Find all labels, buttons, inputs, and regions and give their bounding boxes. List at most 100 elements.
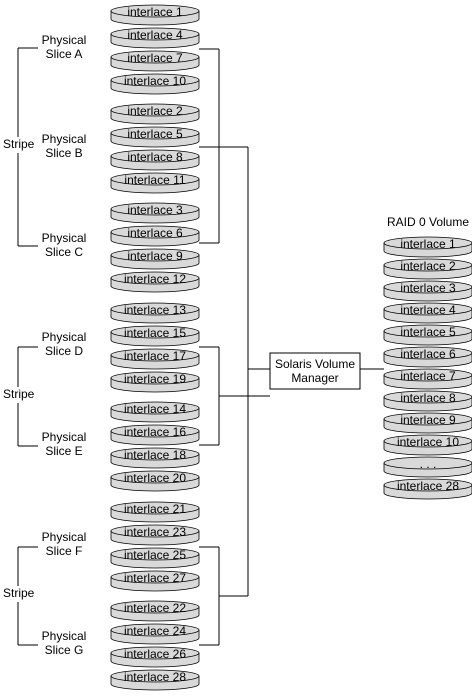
connector-lines [17, 47, 384, 646]
disk-top [110, 73, 200, 87]
stripe-label: Stripe [3, 137, 35, 151]
disk-label: interlace 9 [400, 413, 456, 427]
disk-top [110, 225, 200, 239]
volume-disk-interlace-4: interlace 4 [383, 302, 472, 324]
disk-top [110, 103, 200, 117]
disk-interlace-28: interlace 28 [110, 669, 200, 691]
slice-label-line1: Physical [42, 231, 87, 245]
volume-title: RAID 0 Volume [387, 215, 469, 229]
disk-top [383, 434, 472, 448]
disk-top [383, 456, 472, 470]
disk-interlace-13: interlace 13 [110, 302, 200, 324]
disk-top [383, 390, 472, 404]
disk-interlace-3: interlace 3 [110, 202, 200, 224]
disk-label: interlace 6 [127, 226, 183, 240]
disk-top [110, 646, 200, 660]
volume-disk-ellipsis: . . . [383, 456, 472, 478]
volume-disk-interlace-5: interlace 5 [383, 324, 472, 346]
disk-top [110, 470, 200, 484]
disk-top [110, 271, 200, 285]
disk-label: interlace 28 [397, 479, 459, 493]
disk-label: interlace 5 [127, 127, 183, 141]
disk-label: interlace 8 [400, 391, 456, 405]
disk-label: interlace 2 [400, 259, 456, 273]
disk-interlace-17: interlace 17 [110, 348, 200, 370]
disk-top [383, 302, 472, 316]
disk-label: interlace 7 [400, 369, 456, 383]
slice-label-line2: Slice F [46, 544, 83, 558]
stack-slice-b: interlace 2 interlace 5 interlace 8interla… [110, 103, 200, 194]
slice-label-line2: Slice A [46, 47, 83, 61]
disk-interlace-27: interlace 27 [110, 570, 200, 592]
volume-disk-interlace-7: interlace 7 [383, 368, 472, 390]
disk-interlace-25: interlace 25 [110, 547, 200, 569]
disk-label: interlace 28 [124, 670, 186, 684]
disk-top [383, 368, 472, 382]
disk-interlace-19: interlace 19 [110, 371, 200, 393]
slice-label-line1: Physical [42, 132, 87, 146]
disk-interlace-22: interlace 22 [110, 600, 200, 622]
disk-label: interlace 10 [397, 435, 459, 449]
disk-label: interlace 7 [127, 51, 183, 65]
disk-interlace-18: interlace 18 [110, 447, 200, 469]
disk-top [110, 424, 200, 438]
disk-top [110, 4, 200, 18]
disk-top [383, 346, 472, 360]
stripe-2-label: Stripe [3, 387, 35, 401]
disk-label: interlace 16 [124, 425, 186, 439]
disk-label: interlace 1 [400, 237, 456, 251]
disk-label: interlace 5 [400, 325, 456, 339]
stripe-label: Stripe [3, 387, 35, 401]
disk-top [383, 258, 472, 272]
volume-disk-interlace-2: interlace 2 [383, 258, 472, 280]
disk-interlace-8: interlace 8 [110, 149, 200, 171]
disk-top [110, 302, 200, 316]
disk-interlace-4: interlace 4 [110, 27, 200, 49]
disk-interlace-14: interlace 14 [110, 401, 200, 423]
disk-top [110, 27, 200, 41]
disk-label: interlace 25 [124, 548, 186, 562]
volume-disk-interlace-28: interlace 28 [383, 478, 472, 500]
slice-label-line2: Slice E [45, 444, 82, 458]
disk-label: interlace 13 [124, 303, 186, 317]
disk-interlace-5: interlace 5 [110, 126, 200, 148]
disk-interlace-1: interlace 1 [110, 4, 200, 26]
disk-interlace-26: interlace 26 [110, 646, 200, 668]
disk-interlace-24: interlace 24 [110, 623, 200, 645]
disk-interlace-21: interlace 21 [110, 501, 200, 523]
volume-disk-interlace-6: interlace 6 [383, 346, 472, 368]
disk-label: interlace 19 [124, 372, 186, 386]
disk-top [383, 236, 472, 250]
disk-label: interlace 20 [124, 471, 186, 485]
disk-label: interlace 21 [124, 502, 186, 516]
volume-disk-interlace-8: interlace 8 [383, 390, 472, 412]
disk-interlace-11: interlace 11 [110, 172, 200, 194]
disk-top [110, 524, 200, 538]
stack-slice-f: interlace 21 interlace 23 interlace 25 inte… [110, 501, 200, 592]
slice-label-line1: Physical [42, 629, 87, 643]
disk-label: interlace 23 [124, 525, 186, 539]
disk-interlace-2: interlace 2 [110, 103, 200, 125]
disk-label: interlace 10 [124, 74, 186, 88]
disk-top [110, 401, 200, 415]
disk-label: interlace 24 [124, 624, 186, 638]
stripe-3-label: Stripe [3, 586, 35, 600]
disk-label: interlace 15 [124, 326, 186, 340]
disk-interlace-9: interlace 9 [110, 248, 200, 270]
disk-label: interlace 3 [127, 203, 183, 217]
disk-top [383, 280, 472, 294]
slice-label-line2: Slice C [45, 245, 83, 259]
disk-top [110, 371, 200, 385]
disk-top [110, 149, 200, 163]
disk-top [110, 600, 200, 614]
slice-label-line2: Slice G [45, 643, 84, 657]
disk-label: interlace 9 [127, 249, 183, 263]
disk-label: interlace 4 [400, 303, 456, 317]
